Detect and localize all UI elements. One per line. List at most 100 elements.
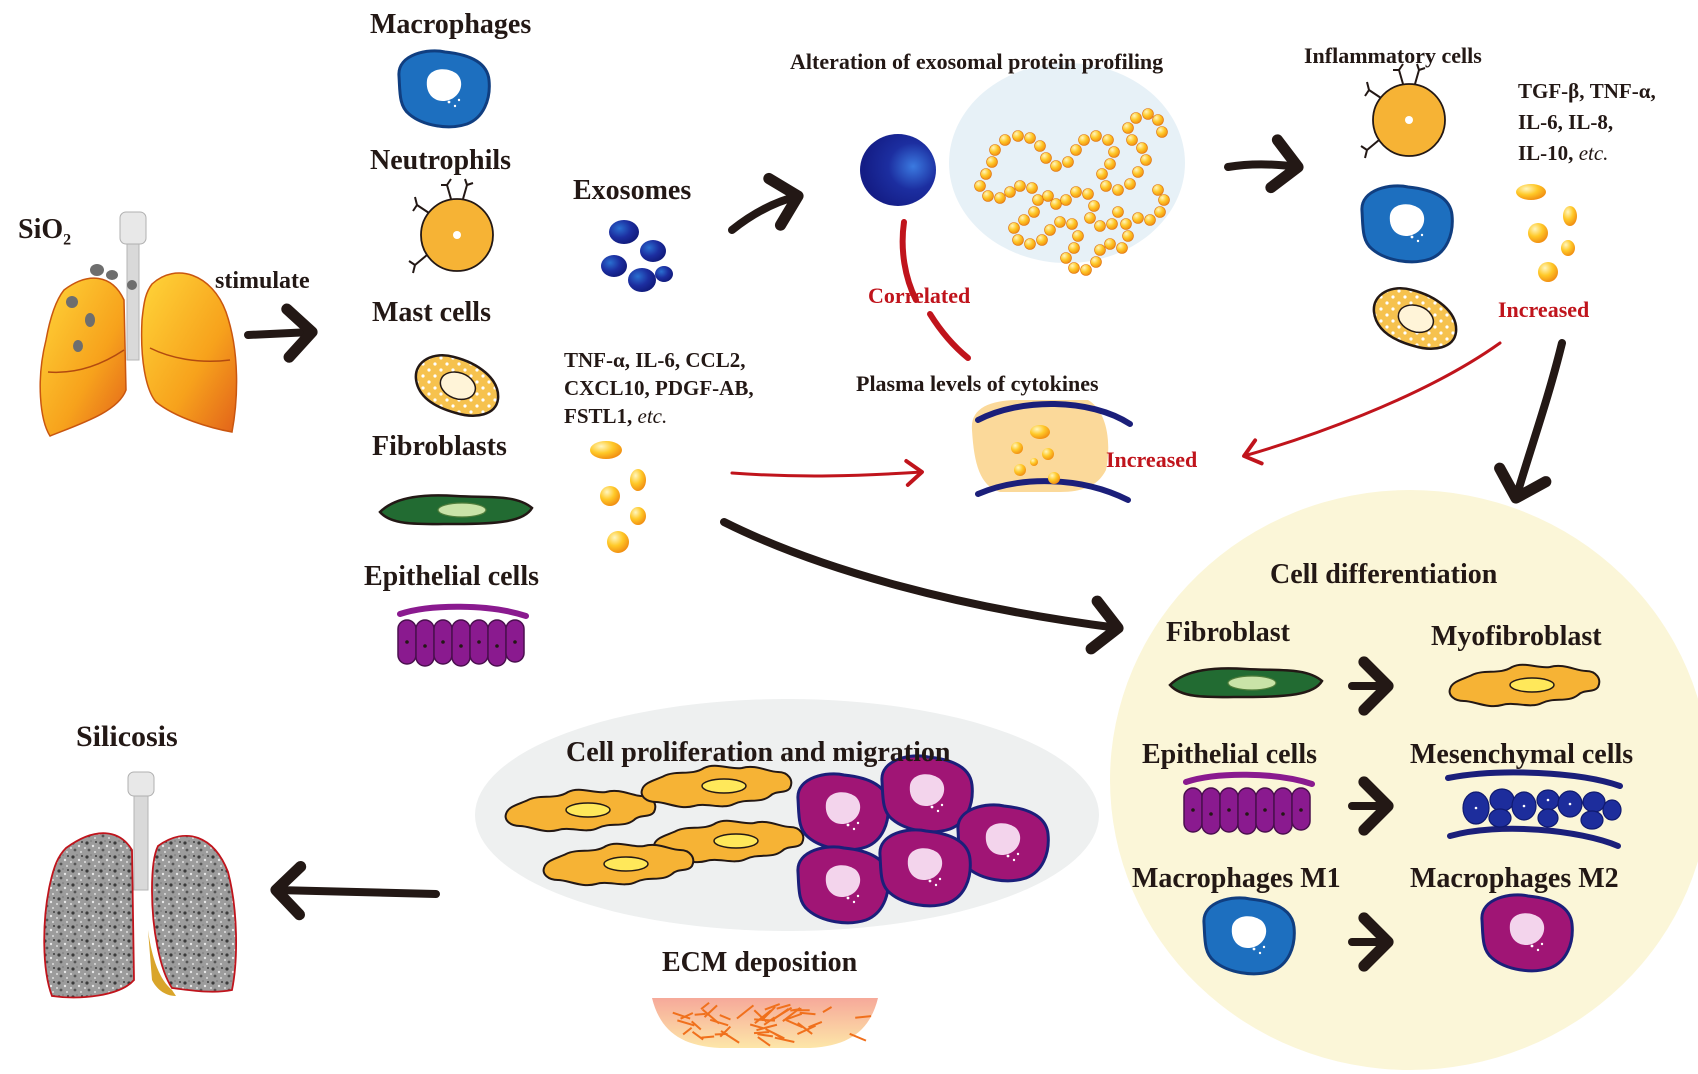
ecm-fibre [753,1009,768,1023]
protein-bead [1018,214,1030,226]
arrow-to-inflammatory [1224,134,1304,194]
protein-bead [1152,184,1164,196]
ecm-fibre [797,1022,813,1035]
protein-bead [1070,186,1082,198]
protein-bead [1112,184,1124,196]
correlated-link-bottom [927,311,971,361]
prolif-macrophage-m2-4 [796,845,890,925]
protein-bead [986,156,998,168]
protein-bead [1132,166,1144,178]
protein-bead [1004,186,1016,198]
protein-bead [1026,182,1038,194]
protein-bead [1100,180,1112,192]
arrow-factors-to-plasma [730,459,924,487]
fibroblast-icon [378,494,534,526]
inflammatory-cytokines-list: TGF-β, TNF-α, IL-6, IL-8, IL-10, etc. [1518,76,1656,169]
correlated-link-top [899,219,919,303]
protein-bead [1108,146,1120,158]
proliferation-title: Cell proliferation and migration [566,737,951,768]
secreted-factors-line-1: TNF-α, IL-6, CCL2, [564,348,746,372]
protein-bead [1116,242,1128,254]
mast-cell-icon [414,354,500,417]
ecm-icon [652,998,878,1048]
diff-to-3: Macrophages M2 [1410,863,1619,894]
protein-bead [1062,156,1074,168]
exosome-large-icon [860,134,936,206]
inflammatory-macrophage-icon [1360,184,1454,264]
secreted-factors-line-2: CXCL10, PDGF-AB, [564,376,754,400]
protein-bead [1094,220,1106,232]
protein-bead [1142,108,1154,120]
protein-bead [1144,214,1156,226]
protein-bead [1090,256,1102,268]
macrophages-label: Macrophages [370,9,532,40]
protein-bead [1014,180,1026,192]
red-arrows [730,219,1502,487]
protein-bead [1028,206,1040,218]
protein-bead [1104,238,1116,250]
protein-bead [1042,190,1054,202]
ecm-fibre [770,1007,790,1022]
protein-bead [1122,122,1134,134]
exosomal-profiling-title: Alteration of exosomal protein profiling [790,49,1164,74]
protein-bead [1050,160,1062,172]
fibroblasts-label: Fibroblasts [372,431,507,462]
protein-bead [1126,134,1138,146]
inflammatory-title: Inflammatory cells [1304,43,1482,68]
sio2-label: SiO2 [18,214,72,249]
protein-bead [1072,230,1084,242]
protein-bead [1044,224,1056,236]
protein-bead [1050,198,1062,210]
protein-bead [1152,114,1164,126]
protein-bead [1104,158,1116,170]
protein-bead [1080,264,1092,276]
inflammatory-cytokine-particles-icon [1516,184,1577,282]
epithelial-cells-icon [398,607,526,666]
ecm-title: ECM deposition [662,947,858,978]
protein-bead [1012,234,1024,246]
protein-bead [1070,144,1082,156]
diff-macrophage-m1-icon [1202,896,1296,976]
plasma-increased-label: Increased [1106,447,1198,472]
arrow-stimulate [244,303,318,363]
ecm-fibre [682,1026,693,1036]
inflammatory-mast-cell-icon [1372,287,1458,350]
protein-bead [1008,222,1020,234]
inflammatory-cytokines-line-1: TGF-β, TNF-α, [1518,79,1656,103]
inflammatory-cytokines-line-2: IL-6, IL-8, [1518,110,1614,134]
diff-to-2: Mesenchymal cells [1410,739,1634,770]
ecm-fibre [672,1011,691,1020]
protein-bead [1024,132,1036,144]
arrow-to-differentiation [1494,339,1566,504]
protein-bead [1024,238,1036,250]
protein-bead [1132,212,1144,224]
ecm-fibre [677,1019,695,1027]
stimulate-label: stimulate [215,268,310,294]
protein-bead [1094,244,1106,256]
protein-bead [989,144,1001,156]
ecm-fibre [785,1019,803,1029]
flow-arrows [244,134,1566,972]
protein-bead [1112,206,1124,218]
differentiation-title: Cell differentiation [1270,559,1498,590]
protein-bead [1084,212,1096,224]
ecm-fibre [764,1003,781,1011]
silicotic-lung-icon [43,771,237,999]
inflammatory-cytokines-line-3: IL-10, etc. [1518,141,1609,165]
protein-bead [1154,206,1166,218]
macrophage-m2-icon [1480,893,1574,973]
protein-bead [1054,216,1066,228]
ecm-fibre [719,1025,732,1038]
diff-from-3: Macrophages M1 [1132,863,1341,894]
ecm-fibre [757,1036,771,1047]
arrow-to-silicosis [270,861,440,921]
diff-from-1: Fibroblast [1166,617,1290,648]
protein-bead [982,190,994,202]
ecm-fibre [790,1007,802,1012]
prolif-macrophage-m2-1 [796,772,890,852]
protein-bead [1036,234,1048,246]
ecm-fibre [701,1035,715,1039]
protein-bead [1120,218,1132,230]
epithelial-cells-label: Epithelial cells [364,561,539,592]
